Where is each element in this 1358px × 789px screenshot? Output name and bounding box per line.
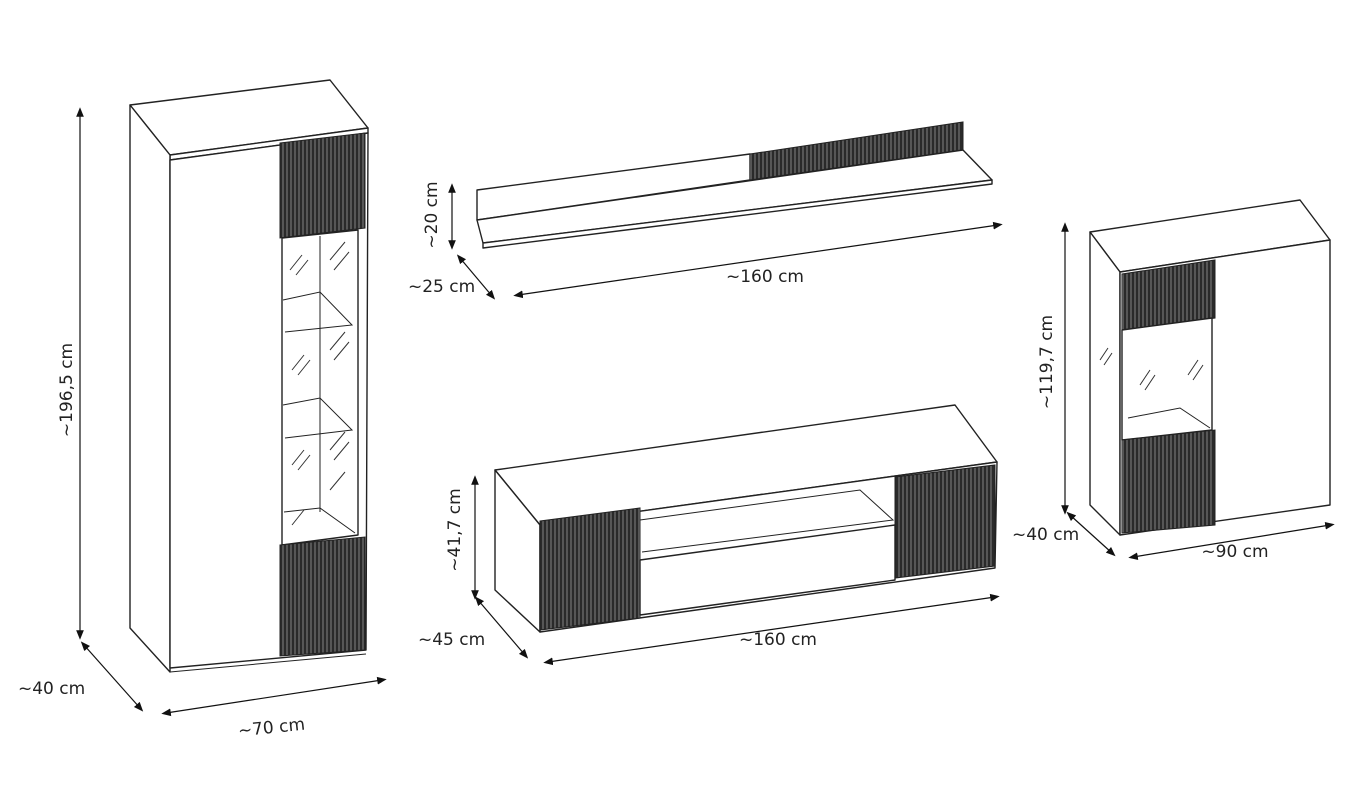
tv-height-label: ~41,7 cm (445, 488, 465, 571)
tall-cabinet: ~196,5 cm ~40 cm ~70 cm (18, 79, 387, 742)
tall-height-label: ~196,5 cm (57, 343, 77, 437)
small-fluted-bottom (1121, 429, 1216, 534)
tv-depth-arrow (474, 596, 529, 659)
shelf-width-arrow (513, 221, 1003, 299)
small-cabinet: ~119,7 cm ~40 cm ~90 cm (1012, 199, 1335, 562)
small-width-arrow (1128, 521, 1335, 561)
tall-fluted-bottom (279, 536, 366, 657)
tv-fluted-right (894, 464, 996, 579)
small-fluted-top (1121, 259, 1216, 331)
shelf-width-label: ~160 cm (726, 267, 804, 287)
small-side (1089, 231, 1121, 536)
tv-depth-label: ~45 cm (418, 630, 485, 650)
small-depth-label: ~40 cm (1012, 525, 1079, 545)
tall-width-arrow (161, 676, 387, 717)
tv-width-label: ~160 cm (739, 630, 817, 650)
tall-side (129, 104, 171, 673)
shelf-height-label: ~20 cm (422, 181, 442, 248)
small-glass-door (1121, 317, 1213, 441)
tall-fluted-top (279, 132, 366, 239)
small-height-label: ~119,7 cm (1037, 315, 1057, 409)
tv-width-arrow (543, 593, 1000, 666)
shelf-depth-label: ~25 cm (408, 277, 475, 297)
tall-width-label: ~70 cm (237, 715, 306, 742)
small-width-label: ~90 cm (1201, 542, 1268, 562)
tall-depth-label: ~40 cm (18, 679, 85, 699)
shelf-depth-arrow (456, 254, 496, 300)
wall-shelf: ~20 cm ~25 cm ~160 cm (408, 121, 1003, 300)
tv-stand: ~41,7 cm ~45 cm ~160 cm (418, 404, 1000, 666)
small-depth-arrow (1066, 511, 1116, 557)
tall-depth-arrow (80, 641, 144, 712)
tv-fluted-left (539, 507, 641, 631)
